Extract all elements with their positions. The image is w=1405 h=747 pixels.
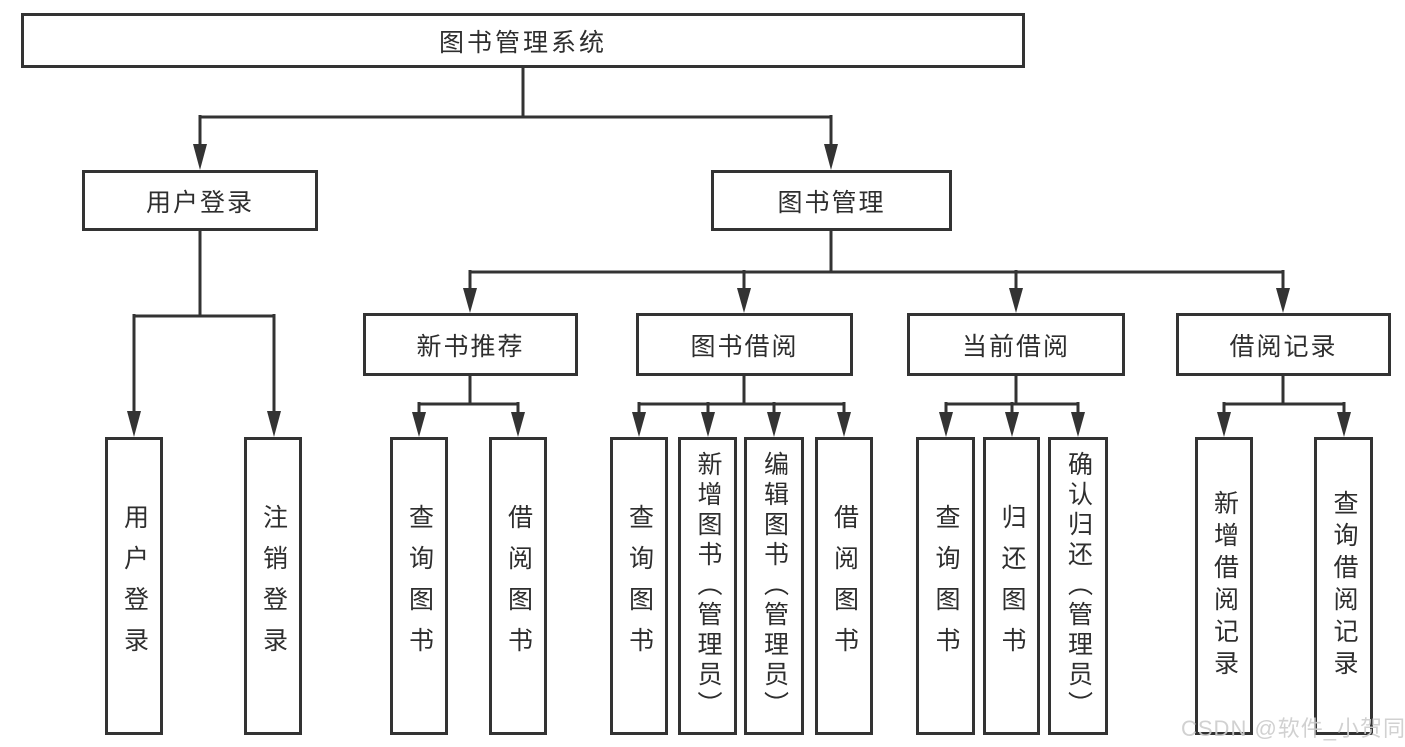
node-label: 当前借阅 bbox=[961, 332, 1070, 361]
leaf-return-books: 归还图书 bbox=[983, 437, 1040, 735]
node-book-borrow: 图书借阅 bbox=[636, 313, 853, 376]
node-label: 查询图书 bbox=[405, 504, 434, 668]
csdn-watermark: CSDN @软件_小贺同学 bbox=[1181, 716, 1405, 741]
node-label: 新书推荐 bbox=[416, 332, 525, 361]
leaf-borrow-books: 借阅图书 bbox=[815, 437, 873, 735]
node-user-login: 用户登录 bbox=[82, 170, 318, 231]
node-label: 新增借阅记录 bbox=[1210, 490, 1239, 682]
node-label: 新增图书（管理员） bbox=[694, 451, 722, 721]
leaf-user-login: 用户登录 bbox=[105, 437, 163, 735]
node-label: 查询图书 bbox=[932, 504, 960, 668]
node-current-borrow: 当前借阅 bbox=[907, 313, 1125, 376]
node-label: 归还图书 bbox=[998, 504, 1026, 668]
leaf-query-books-current: 查询图书 bbox=[916, 437, 975, 735]
node-label: 借阅图书 bbox=[830, 504, 859, 668]
leaf-add-borrow-record: 新增借阅记录 bbox=[1195, 437, 1253, 735]
node-label: 查询图书 bbox=[625, 504, 654, 668]
node-book-management: 图书管理 bbox=[711, 170, 952, 231]
leaf-borrow-books-recommend: 借阅图书 bbox=[489, 437, 547, 735]
node-library-management-system: 图书管理系统 bbox=[21, 13, 1025, 68]
leaf-query-books-recommend: 查询图书 bbox=[390, 437, 448, 735]
node-label: 确认归还（管理员） bbox=[1064, 451, 1093, 721]
leaf-query-books-borrow: 查询图书 bbox=[610, 437, 668, 735]
node-new-book-recommend: 新书推荐 bbox=[363, 313, 578, 376]
node-label: 图书借阅 bbox=[690, 332, 799, 361]
leaf-edit-book-admin: 编辑图书（管理员） bbox=[744, 437, 804, 735]
leaf-query-borrow-record: 查询借阅记录 bbox=[1314, 437, 1373, 735]
node-label: 用户登录 bbox=[145, 188, 254, 217]
node-borrow-records: 借阅记录 bbox=[1176, 313, 1391, 376]
node-label: 用户登录 bbox=[120, 504, 149, 668]
leaf-confirm-return-admin: 确认归还（管理员） bbox=[1048, 437, 1108, 735]
node-label: 图书管理系统 bbox=[438, 28, 607, 57]
leaf-logout: 注销登录 bbox=[244, 437, 302, 735]
leaf-add-book-admin: 新增图书（管理员） bbox=[678, 437, 737, 735]
node-label: 图书管理 bbox=[777, 188, 886, 217]
node-label: 借阅图书 bbox=[504, 504, 533, 668]
node-label: 查询借阅记录 bbox=[1330, 490, 1358, 682]
node-label: 编辑图书（管理员） bbox=[760, 451, 789, 721]
node-label: 注销登录 bbox=[259, 504, 288, 668]
node-label: 借阅记录 bbox=[1229, 332, 1338, 361]
